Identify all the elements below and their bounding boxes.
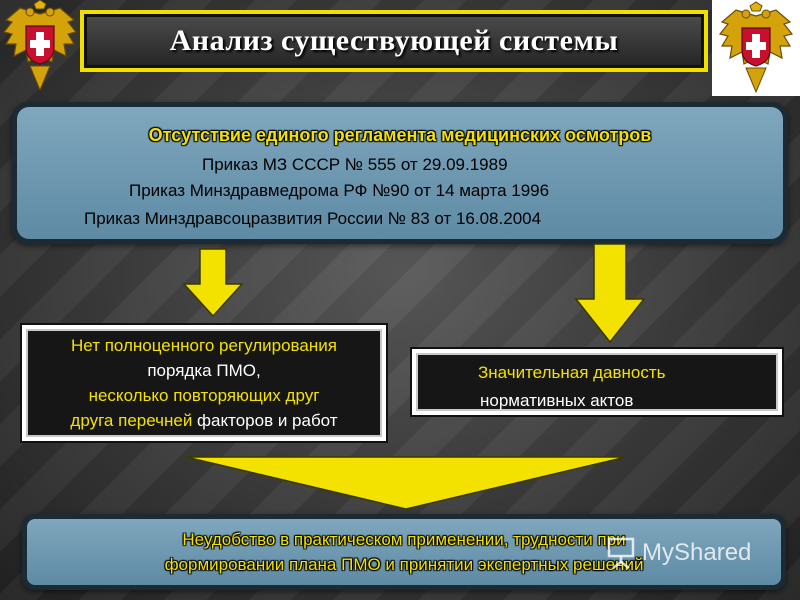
conclusion-panel: Неудобство в практическом применении, тр… <box>22 514 786 590</box>
title-frame: Анализ существующей системы <box>84 14 704 68</box>
watermark-text: MyShared <box>642 539 752 566</box>
page-title: Анализ существующей системы <box>169 24 619 57</box>
eagle-emblem-right-icon <box>718 1 794 94</box>
regulation-gap-text: факторов и работ <box>192 411 338 430</box>
chevron-down-icon <box>186 456 626 510</box>
watermark: MyShared <box>606 530 786 576</box>
regulation-panel-body: Отсутствие единого регламента медицински… <box>17 107 783 239</box>
regulation-heading: Отсутствие единого регламента медицински… <box>148 125 652 145</box>
down-arrow-right-icon <box>574 243 646 344</box>
regulation-gap-box: Нет полноценного регулирования порядка П… <box>20 323 388 443</box>
order-item: Приказ МЗ СССР № 555 от 29.09.1989 <box>202 155 508 174</box>
order-item: Приказ Минздравсоцразвития России № 83 о… <box>84 209 542 228</box>
conclusion-line: Неудобство в практическом применении, тр… <box>182 530 626 549</box>
outdated-acts-line: Значительная давность <box>478 363 666 382</box>
down-arrow-left-icon <box>182 248 244 318</box>
emblem-right-frame <box>712 0 800 96</box>
presentation-icon <box>607 537 635 569</box>
title-banner: Анализ существующей системы <box>80 10 708 72</box>
regulation-gap-line: друга перечней факторов и работ <box>70 408 337 433</box>
outdated-acts-line: нормативных актов <box>480 391 634 410</box>
eagle-emblem-left-icon <box>2 0 78 92</box>
outdated-acts-body: Значительная давность нормативных актов <box>416 353 778 411</box>
outdated-acts-box: Значительная давность нормативных актов <box>410 347 784 417</box>
regulation-panel: Отсутствие единого регламента медицински… <box>12 102 788 244</box>
regulation-gap-text: друга перечней <box>70 411 193 430</box>
regulation-gap-line: порядка ПМО, <box>147 361 261 380</box>
regulation-gap-line: несколько повторяющих друг <box>88 386 320 405</box>
conclusion-panel-body: Неудобство в практическом применении, тр… <box>27 519 781 585</box>
regulation-gap-line: Нет полноценного регулирования <box>71 336 337 355</box>
regulation-gap-body: Нет полноценного регулирования порядка П… <box>26 329 382 437</box>
conclusion-line: формировании плана ПМО и принятии экспер… <box>164 555 644 574</box>
order-item: Приказ Минздравмедрома РФ №90 от 14 март… <box>129 181 550 200</box>
